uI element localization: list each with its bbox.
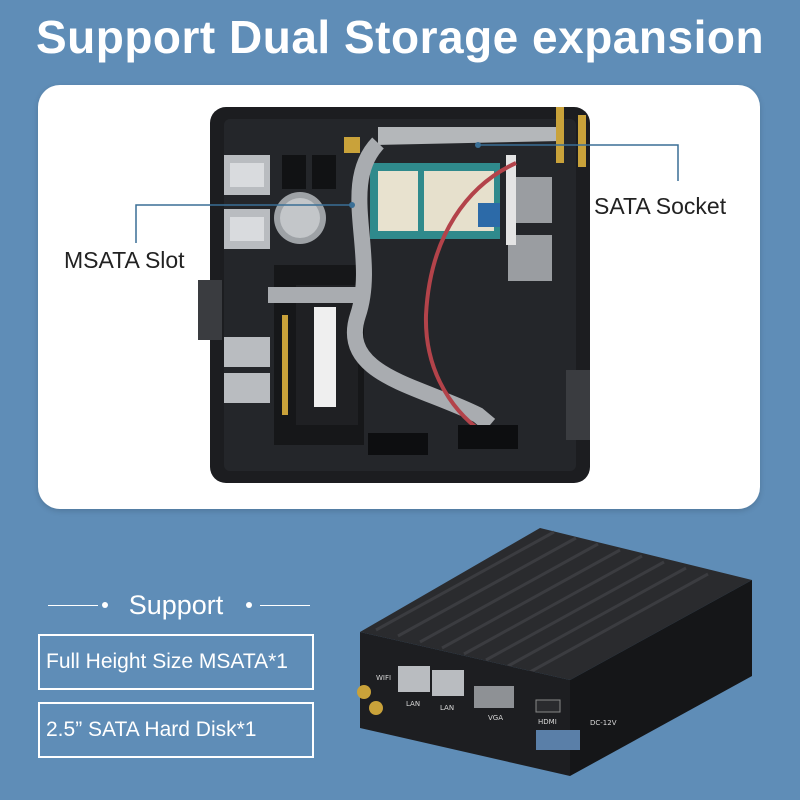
port-label-lan1: LAN: [406, 700, 420, 708]
port-label-lan2: LAN: [440, 704, 454, 712]
heading-line-left: [48, 605, 98, 606]
msata-slot-label: MSATA Slot: [64, 247, 185, 273]
port-label-wifi: WIFI: [376, 674, 391, 682]
support-heading-text: Support: [128, 590, 224, 620]
page-title: Support Dual Storage expansion: [35, 11, 765, 63]
motherboard-image: [135, 107, 679, 483]
heading-line-right: [260, 605, 310, 606]
support-heading: Support: [40, 585, 312, 625]
port-label-hdmi: HDMI: [538, 718, 557, 726]
board-panel: SATA Socket MSATA Slot: [38, 85, 760, 509]
spec-msata: Full Height Size MSATA*1: [38, 634, 314, 690]
port-label-vga: VGA: [488, 714, 503, 722]
mini-pc-image: WIFI LAN LAN VGA HDMI DC-12V: [357, 528, 752, 776]
heading-dot-left: [102, 602, 108, 608]
spec-sata-disk: 2.5” SATA Hard Disk*1: [38, 702, 314, 758]
sata-socket-label: SATA Socket: [594, 193, 727, 219]
port-label-dc: DC-12V: [590, 719, 617, 727]
heading-dot-right: [246, 602, 252, 608]
